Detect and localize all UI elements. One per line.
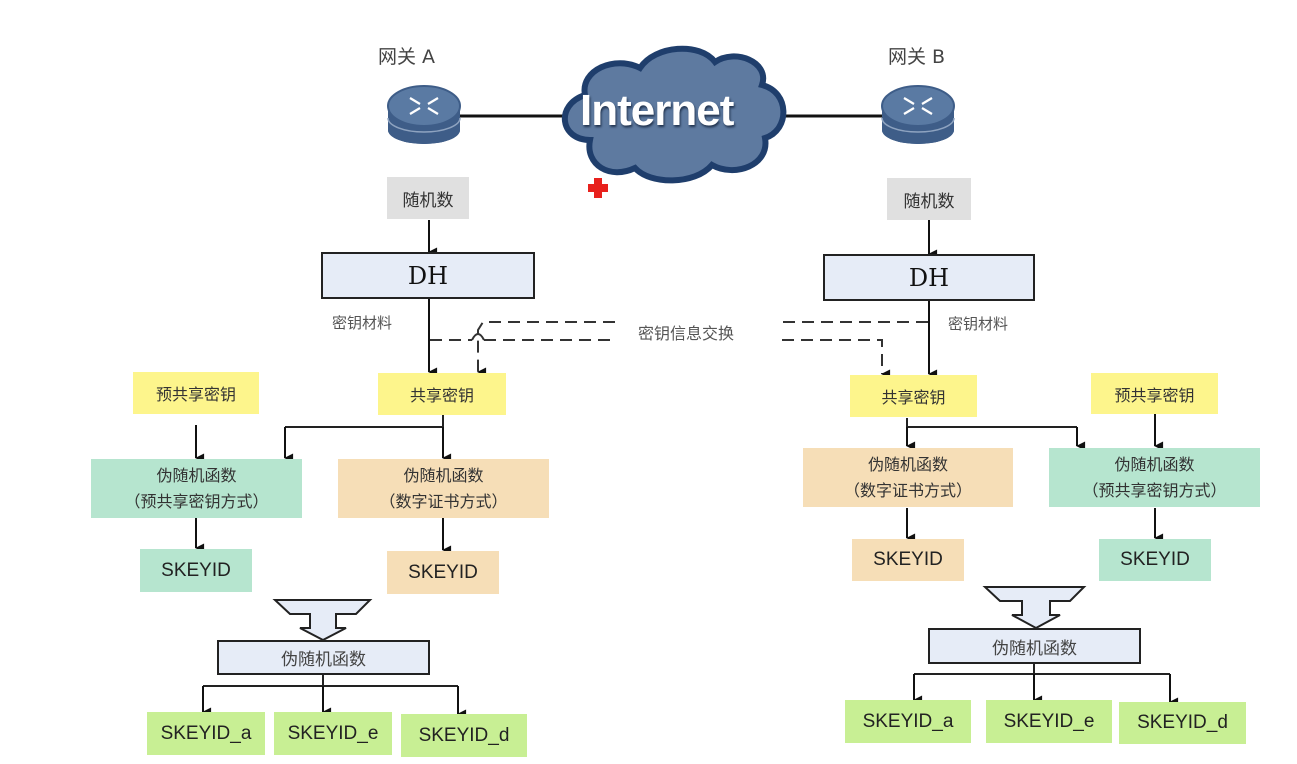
b-skeyid-a: SKEYID_a [845, 700, 971, 743]
connector-b-derived [914, 664, 1170, 675]
a-prf-psk-line1: 伪随机函数 [156, 465, 237, 485]
a-prf-psk-mode: 伪随机函数 （预共享密钥方式） [91, 459, 302, 518]
a-dh-box: DH [321, 252, 535, 299]
a-skeyid-cert: SKEYID [387, 551, 499, 594]
a-preshared-key: 预共享密钥 [133, 372, 259, 414]
connector-a-shared-split [285, 415, 444, 428]
gateway-b-label: 网关 B [888, 46, 946, 68]
merge-arrow-b-icon [982, 586, 1087, 630]
router-a-icon [387, 85, 461, 144]
a-prf-cert-line2: （数字证书方式） [379, 491, 508, 511]
a-prf-psk-line2: （预共享密钥方式） [124, 491, 269, 511]
b-shared-key: 共享密钥 [850, 375, 977, 417]
b-key-material-label: 密钥材料 [948, 315, 1009, 333]
a-shared-key: 共享密钥 [378, 373, 506, 415]
a-key-material-label: 密钥材料 [332, 314, 393, 332]
b-skeyid-psk: SKEYID [1099, 539, 1211, 581]
b-skeyid-e: SKEYID_e [986, 700, 1112, 743]
connector-a-derived [203, 674, 458, 687]
a-skeyid-psk: SKEYID [140, 549, 252, 592]
b-prf-psk-line1: 伪随机函数 [1114, 454, 1195, 474]
dashed-a-hop [471, 333, 485, 341]
internet-cloud-icon [562, 45, 787, 184]
b-skeyid-d: SKEYID_d [1119, 702, 1246, 744]
b-skeyid-cert: SKEYID [852, 539, 964, 581]
b-prf-psk-mode: 伪随机函数 （预共享密钥方式） [1049, 448, 1260, 507]
b-prf-cert-line2: （数字证书方式） [843, 480, 972, 500]
b-prf-cert-line1: 伪随机函数 [867, 454, 948, 474]
b-prf-box: 伪随机函数 [928, 628, 1141, 664]
a-skeyid-d: SKEYID_d [401, 714, 527, 757]
dashed-b-incoming [782, 339, 891, 379]
b-prf-psk-line2: （预共享密钥方式） [1082, 480, 1227, 500]
a-skeyid-e: SKEYID_e [274, 712, 392, 755]
a-prf-cert-mode: 伪随机函数 （数字证书方式） [338, 459, 549, 518]
b-dh-box: DH [823, 254, 1035, 301]
internet-label: Internet [580, 86, 734, 135]
red-cross-marker-icon [588, 178, 608, 198]
a-prf-cert-line1: 伪随机函数 [403, 465, 484, 485]
a-prf-box: 伪随机函数 [217, 640, 430, 675]
gateway-a-label: 网关 A [378, 46, 436, 68]
a-random-number: 随机数 [387, 177, 469, 219]
router-b-icon [881, 85, 955, 144]
connector-b-shared-split [906, 418, 1077, 428]
b-prf-cert-mode: 伪随机函数 （数字证书方式） [803, 448, 1013, 507]
b-random-number: 随机数 [887, 178, 971, 220]
key-exchange-label: 密钥信息交换 [638, 324, 735, 343]
merge-arrow-a-icon [272, 599, 373, 642]
dashed-a-incoming [477, 321, 615, 377]
a-skeyid-a: SKEYID_a [147, 712, 265, 755]
b-preshared-key: 预共享密钥 [1091, 373, 1218, 414]
